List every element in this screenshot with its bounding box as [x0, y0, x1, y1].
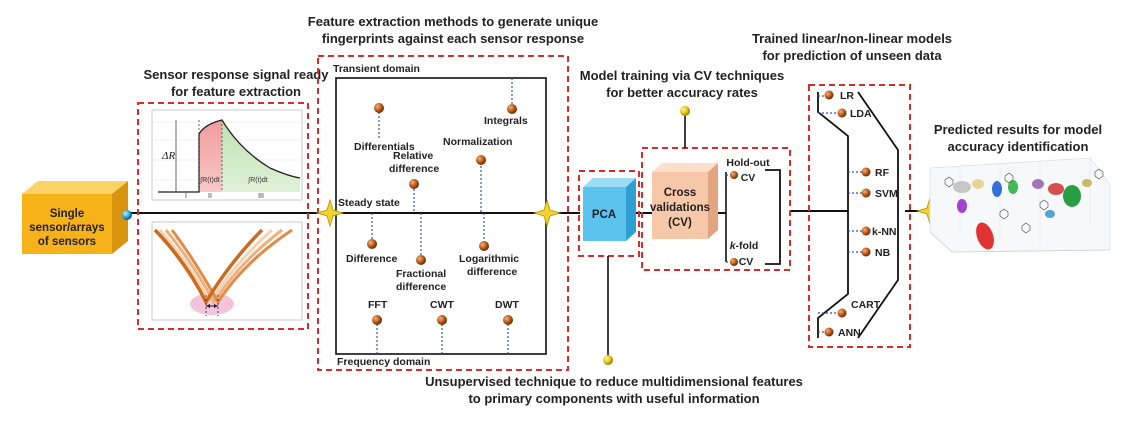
model-svm: SVM: [848, 188, 898, 200]
cv-kfold-label: k-fold CV: [730, 240, 759, 268]
feature-logarithmic-difference: Logarithmic difference: [459, 213, 519, 278]
svg-text:Difference: Difference: [346, 253, 398, 265]
cv-node: [680, 106, 690, 116]
svg-text:sensor/arrays: sensor/arrays: [29, 222, 104, 234]
svg-text:ΔR: ΔR: [161, 150, 175, 162]
cv-box: Cross validations (CV): [650, 163, 718, 239]
feature-cwt: CWT: [430, 299, 454, 354]
input-node: [122, 210, 132, 220]
svg-text:Model training via CV techniqu: Model training via CV techniques: [580, 68, 784, 83]
svg-text:for feature extraction: for feature extraction: [171, 84, 301, 99]
svg-text:CV: CV: [741, 172, 756, 184]
models-bracket-right: [857, 91, 899, 339]
svg-text:difference: difference: [389, 163, 439, 175]
model-cart: CART: [818, 299, 881, 318]
input-sensor-box: Single sensor/arrays of sensors: [22, 181, 128, 254]
cv-holdout-label: Hold-out CV: [726, 157, 770, 184]
svg-text:LDA: LDA: [850, 108, 872, 120]
svg-text:validations: validations: [650, 202, 710, 214]
model-knn: k-NN: [848, 226, 897, 238]
svg-text:for prediction of unseen data: for prediction of unseen data: [762, 48, 942, 63]
svg-text:Feature extraction methods to: Feature extraction methods to generate u…: [308, 14, 598, 29]
sensor-response-frame: [137, 102, 309, 330]
model-nb: NB: [848, 247, 891, 259]
svg-text:Unsupervised technique to redu: Unsupervised technique to reduce multidi…: [425, 374, 803, 389]
feature-integrals: Integrals: [484, 78, 528, 127]
feature-fft: FFT: [368, 299, 388, 354]
label-transient-domain: Transient domain: [333, 63, 420, 75]
svg-text:k-fold: k-fold: [730, 240, 759, 252]
model-rf: RF: [848, 167, 890, 179]
title-sensor-response: Sensor response signal ready for feature…: [144, 67, 330, 99]
model-lda: LDA: [818, 108, 872, 120]
svg-text:∫R(t)dt: ∫R(t)dt: [247, 177, 267, 184]
title-feature-extraction: Feature extraction methods to generate u…: [308, 14, 598, 46]
svg-text:Differentials: Differentials: [354, 141, 415, 153]
cv-frame: [641, 147, 791, 271]
svg-text:to primary components with use: to primary components with useful inform…: [468, 391, 759, 406]
pca-frame: [578, 170, 640, 257]
svg-text:PCA: PCA: [592, 209, 616, 221]
svg-text:difference: difference: [467, 266, 517, 278]
title-predicted-results: Predicted results for model accuracy ide…: [934, 122, 1102, 154]
star-icon-exit: [533, 199, 561, 227]
svg-text:Cross: Cross: [664, 187, 697, 199]
svg-text:NB: NB: [875, 247, 891, 259]
feature-differentials: Differentials: [354, 103, 415, 153]
sensor-transient-plot: ΔR I II III ∫R(t)dt ∫R(t)dt: [151, 109, 303, 201]
svg-text:ANN: ANN: [838, 327, 861, 339]
svg-text:Sensor response signal ready: Sensor response signal ready: [144, 67, 330, 82]
feature-difference: Difference: [346, 213, 398, 265]
cv-bracket: [765, 169, 781, 265]
sensor-frequency-plot: [151, 221, 303, 321]
svg-text:(CV): (CV): [668, 217, 692, 229]
svg-text:accuracy identification: accuracy identification: [948, 139, 1089, 154]
svg-text:III: III: [258, 193, 264, 200]
svg-text:II: II: [208, 193, 212, 200]
svg-text:k-NN: k-NN: [872, 226, 897, 238]
svg-text:DWT: DWT: [495, 299, 519, 311]
svg-text:of sensors: of sensors: [38, 236, 96, 248]
svg-text:Relative: Relative: [393, 150, 433, 162]
svg-text:difference: difference: [396, 281, 446, 293]
models-bracket-left: [817, 92, 849, 338]
feature-fractional-difference: Fractional difference: [396, 213, 446, 293]
svg-text:Integrals: Integrals: [484, 115, 528, 127]
cv-kfold-node: [730, 258, 738, 266]
svg-text:CART: CART: [851, 299, 881, 311]
label-steady-state: Steady state: [338, 197, 400, 209]
title-trained-models: Trained linear/non-linear models for pre…: [752, 31, 952, 63]
cv-holdout-node: [730, 171, 738, 179]
svg-text:CWT: CWT: [430, 299, 454, 311]
svg-text:SVM: SVM: [875, 188, 898, 200]
svg-text:LR: LR: [840, 90, 854, 102]
svg-text:I: I: [185, 193, 187, 200]
results-3d-plot: [929, 157, 1111, 253]
svg-text:Single: Single: [50, 208, 85, 220]
svg-text:CV: CV: [739, 256, 754, 268]
models-frame: [808, 84, 911, 348]
svg-text:FFT: FFT: [368, 299, 388, 311]
title-model-training: Model training via CV techniques for bet…: [580, 68, 784, 100]
feature-relative-difference: Relative difference: [389, 150, 439, 213]
svg-text:Normalization: Normalization: [443, 136, 512, 148]
model-ann: ANN: [818, 327, 861, 339]
pca-box: PCA: [583, 178, 636, 241]
svg-text:fingerprints against each sens: fingerprints against each sensor respons…: [322, 31, 584, 46]
model-lr: LR: [818, 90, 854, 102]
title-unsupervised: Unsupervised technique to reduce multidi…: [425, 374, 803, 406]
feature-normalization: Normalization: [443, 136, 512, 213]
svg-text:Predicted results for model: Predicted results for model: [934, 122, 1102, 137]
label-frequency-domain: Frequency domain: [337, 356, 430, 368]
svg-text:RF: RF: [875, 167, 890, 179]
svg-text:Fractional: Fractional: [396, 268, 446, 280]
svg-text:Logarithmic: Logarithmic: [459, 253, 519, 265]
svg-text:Hold-out: Hold-out: [726, 157, 770, 169]
svg-text:Trained linear/non-linear mode: Trained linear/non-linear models: [752, 31, 952, 46]
svg-text:∫R(t)dt: ∫R(t)dt: [199, 177, 219, 184]
feature-dwt: DWT: [495, 299, 519, 354]
svg-text:for better accuracy rates: for better accuracy rates: [606, 85, 758, 100]
pca-node: [603, 355, 613, 365]
